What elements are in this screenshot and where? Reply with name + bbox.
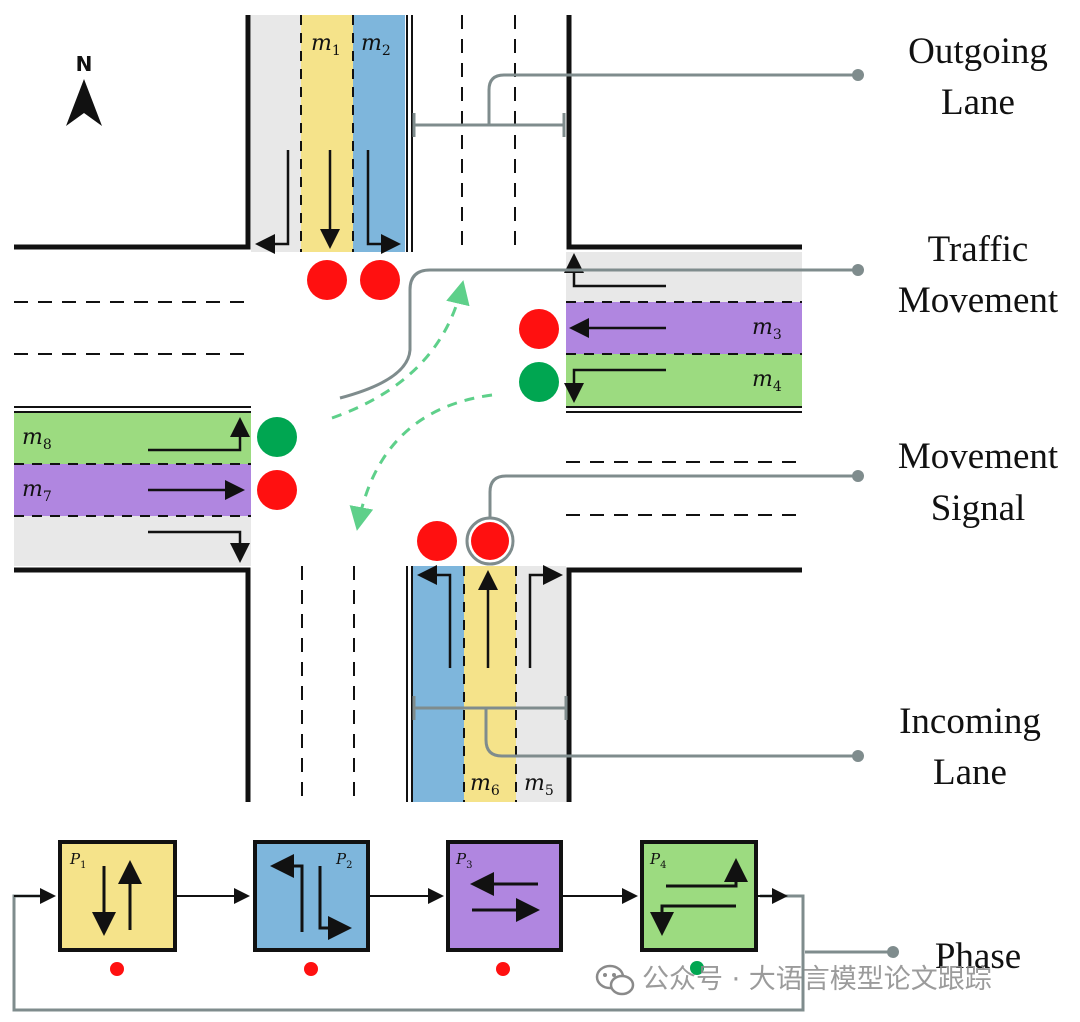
west-arm <box>14 301 251 566</box>
north-signal-2 <box>360 260 400 300</box>
phase-p1-signal <box>110 962 124 976</box>
west-left-path <box>331 280 470 420</box>
south-arm <box>301 565 566 802</box>
phase-box-p2: P2 <box>253 840 370 976</box>
south-signal-1 <box>417 521 457 561</box>
south-right-turn-arrow <box>528 565 563 668</box>
incoming-label-2: Lane <box>933 752 1007 793</box>
north-signal-1 <box>307 260 347 300</box>
signals <box>257 260 559 566</box>
west-signal-2 <box>257 470 297 510</box>
callout-dots <box>852 69 899 958</box>
label-m7: m7 <box>22 477 52 505</box>
outgoing-label-1: Outgoing <box>908 31 1048 72</box>
compass-letter: N <box>76 52 93 76</box>
label-m2: m2 <box>361 31 391 59</box>
east-left-turn-arrow <box>564 368 666 403</box>
west-right-turn-arrow <box>148 530 250 563</box>
west-signal-1 <box>257 417 297 457</box>
phase-box-p1: P1 <box>58 840 177 976</box>
east-arm <box>564 252 802 516</box>
phase-box-p3: P3 <box>446 840 563 976</box>
traffic-label-2: Movement <box>898 280 1059 321</box>
label-m1: m1 <box>311 31 341 59</box>
east-signal-2 <box>519 362 559 402</box>
movement-paths <box>331 280 493 531</box>
wechat-icon <box>595 964 635 996</box>
north-left-turn-arrow <box>366 150 401 254</box>
south-signal-2 <box>471 522 509 560</box>
label-m4: m4 <box>752 367 782 395</box>
right-labels: Outgoing Lane Traffic Movement Movement … <box>898 31 1059 977</box>
east-right-turn-arrow <box>564 253 666 288</box>
compass-arrow-icon <box>66 79 102 126</box>
curbs <box>14 15 802 802</box>
incoming-label-1: Incoming <box>899 701 1041 742</box>
svg-text:P2: P2 <box>335 850 352 871</box>
movement-labels: m1 m2 m3 m4 m5 m6 m7 m8 <box>22 31 782 799</box>
phase-label: Phase <box>935 936 1021 977</box>
north-arm <box>251 15 516 254</box>
svg-text:P1: P1 <box>69 850 86 871</box>
phase-cycle: P1 P2 P3 P4 <box>14 840 788 976</box>
west-left-turn-arrow <box>148 417 250 452</box>
phase-p2-signal <box>304 962 318 976</box>
phase-p4-signal <box>690 961 704 975</box>
phase-p3-signal <box>496 962 510 976</box>
north-compass: N <box>66 52 102 126</box>
label-m8: m8 <box>22 425 52 453</box>
north-right-turn-arrow <box>255 150 290 254</box>
svg-text:P3: P3 <box>455 850 472 871</box>
traffic-movement-callout <box>339 268 858 400</box>
traffic-label-1: Traffic <box>928 229 1029 270</box>
label-m5: m5 <box>524 771 554 799</box>
east-signal-1 <box>519 309 559 349</box>
label-m3: m3 <box>752 315 782 343</box>
south-left-turn-arrow <box>417 565 452 668</box>
watermark-text: 公众号 · 大语言模型论文跟踪 <box>642 964 992 995</box>
signal-label-2: Signal <box>931 488 1026 529</box>
svg-text:P4: P4 <box>649 850 666 871</box>
watermark: 公众号 · 大语言模型论文跟踪 <box>595 964 992 996</box>
outgoing-label-2: Lane <box>941 82 1015 123</box>
label-m6: m6 <box>470 771 500 799</box>
phase-box-p4: P4 <box>640 840 758 975</box>
east-left-path <box>349 393 493 531</box>
signal-label-1: Movement <box>898 436 1059 477</box>
